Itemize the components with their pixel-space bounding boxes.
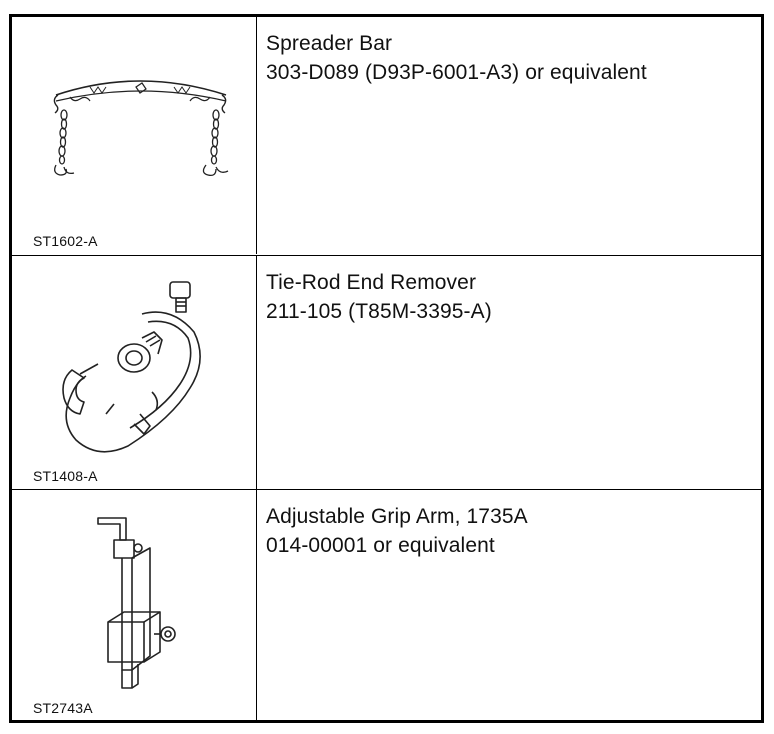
adjustable-grip-arm-illustration bbox=[97, 517, 176, 689]
tool-image-cell: ST1408-A bbox=[12, 256, 257, 489]
tool-part-number: 014-00001 or equivalent bbox=[266, 534, 495, 557]
tool-name: Adjustable Grip Arm, 1735A bbox=[266, 505, 528, 528]
tool-text-cell: Tie-Rod End Remover 211-105 (T85M-3395-A… bbox=[257, 256, 761, 489]
table-row: ST1602-A Spreader Bar 303-D089 (D93P-600… bbox=[12, 17, 761, 254]
tool-image-cell: ST2743A bbox=[12, 490, 257, 721]
table-row: ST1408-A Tie-Rod End Remover 211-105 (T8… bbox=[12, 255, 761, 489]
tool-part-number: 303-D089 (D93P-6001-A3) or equivalent bbox=[266, 61, 647, 84]
spreader-bar-illustration bbox=[53, 80, 229, 177]
special-tools-table: ST1602-A Spreader Bar 303-D089 (D93P-600… bbox=[9, 14, 764, 723]
tool-image-cell: ST1602-A bbox=[12, 17, 257, 254]
figure-code: ST1602-A bbox=[33, 233, 98, 249]
figure-code: ST1408-A bbox=[33, 468, 98, 484]
tool-name: Tie-Rod End Remover bbox=[266, 271, 477, 294]
figure-code: ST2743A bbox=[33, 700, 93, 716]
tie-rod-end-remover-illustration bbox=[62, 281, 201, 453]
tool-name: Spreader Bar bbox=[266, 32, 393, 55]
tool-text-cell: Adjustable Grip Arm, 1735A 014-00001 or … bbox=[257, 490, 761, 721]
tool-text-cell: Spreader Bar 303-D089 (D93P-6001-A3) or … bbox=[257, 17, 761, 254]
tool-part-number: 211-105 (T85M-3395-A) bbox=[266, 300, 492, 323]
table-row: ST2743A Adjustable Grip Arm, 1735A 014-0… bbox=[12, 489, 761, 721]
